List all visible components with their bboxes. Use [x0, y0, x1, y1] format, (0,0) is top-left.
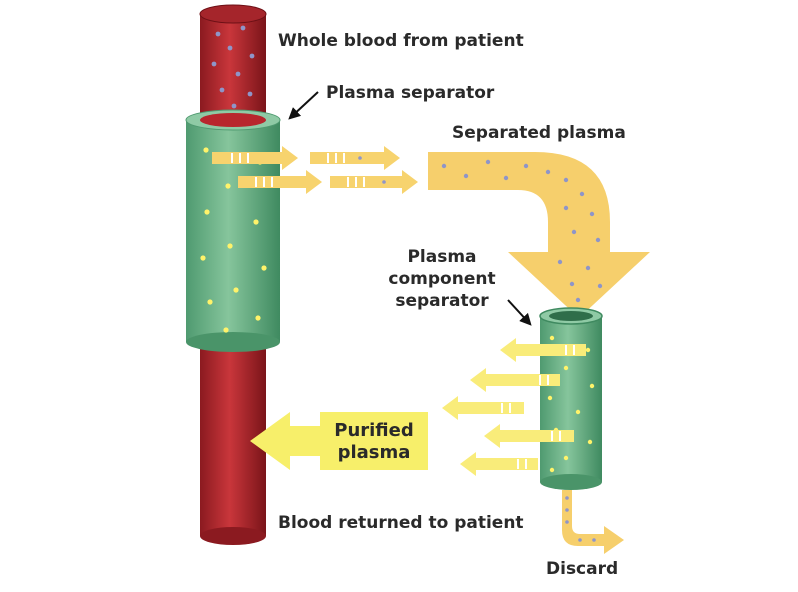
purified-arrow	[460, 452, 538, 476]
blood-returned-label: Blood returned to patient	[278, 513, 524, 533]
purified-plasma-label-line1: Purified	[334, 420, 414, 441]
discard-arrow	[562, 490, 624, 554]
purified-arrow	[484, 424, 574, 448]
separated-plasma-arrow	[428, 152, 650, 318]
plasma-arrow	[330, 170, 418, 194]
plasma-arrow	[238, 170, 322, 194]
whole-blood-inlet-tube	[199, 4, 267, 120]
blood-return-tube	[200, 336, 266, 545]
purified-arrow	[470, 368, 560, 392]
blood-cell-dots	[211, 25, 255, 109]
plasma-separator-label: Plasma separator	[326, 83, 495, 103]
purified-plasma-label-line2: plasma	[338, 442, 411, 463]
purified-flow-arrows	[442, 338, 586, 476]
separated-plasma-label: Separated plasma	[452, 123, 626, 143]
plasma-arrow	[310, 146, 400, 170]
plasma-flow-arrows	[212, 146, 418, 194]
whole-blood-label: Whole blood from patient	[278, 31, 524, 51]
plasma-separator-column	[185, 109, 281, 352]
purified-arrow	[500, 338, 586, 362]
discard-label: Discard	[546, 559, 618, 579]
component-separator-label-line1: Plasma	[407, 247, 476, 267]
component-separator-pointer	[507, 299, 532, 326]
component-separator-label-line2: component	[388, 269, 495, 289]
purified-plasma-arrow: Purified plasma	[250, 412, 428, 470]
component-separator-column	[539, 307, 603, 490]
plasma-arrow	[212, 146, 298, 170]
plasma-separator-pointer	[288, 91, 319, 120]
plasma-particle-dots	[441, 159, 603, 303]
purified-arrow	[442, 396, 524, 420]
component-separator-label-line3: separator	[395, 291, 489, 311]
